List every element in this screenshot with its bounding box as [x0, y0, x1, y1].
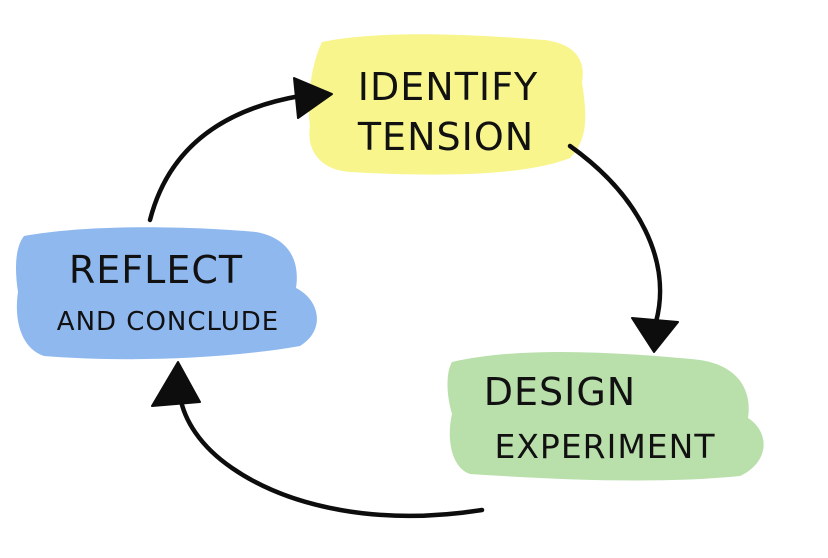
node-identify-tension: IDENTIFY TENSION	[308, 34, 586, 175]
arrow-identify-to-design	[567, 143, 679, 353]
arrow-identify-to-design-line	[567, 143, 663, 325]
arrow-design-to-reflect-line	[177, 393, 485, 519]
node-reflect-and-conclude-background	[16, 227, 317, 360]
node-design-experiment-background	[447, 351, 764, 481]
arrow-reflect-to-identify-head	[293, 77, 333, 119]
node-design-experiment-line1: DESIGN	[484, 370, 636, 414]
node-identify-tension-line1: IDENTIFY	[358, 65, 538, 109]
arrow-reflect-to-identify-line	[147, 93, 303, 223]
node-identify-tension-background	[308, 34, 586, 175]
node-design-experiment-line2: EXPERIMENT	[494, 427, 715, 466]
node-reflect-and-conclude: REFLECT AND CONCLUDE	[16, 227, 317, 360]
node-reflect-and-conclude-line2: AND CONCLUDE	[57, 307, 279, 337]
node-reflect-and-conclude-line1: REFLECT	[69, 248, 243, 292]
arrow-reflect-to-identify	[147, 77, 333, 223]
node-identify-tension-line2: TENSION	[357, 115, 534, 159]
arrow-identify-to-design-head	[631, 317, 679, 353]
node-design-experiment: DESIGN EXPERIMENT	[447, 351, 764, 481]
arrow-design-to-reflect	[151, 361, 485, 519]
arrow-design-to-reflect-head	[151, 361, 201, 407]
